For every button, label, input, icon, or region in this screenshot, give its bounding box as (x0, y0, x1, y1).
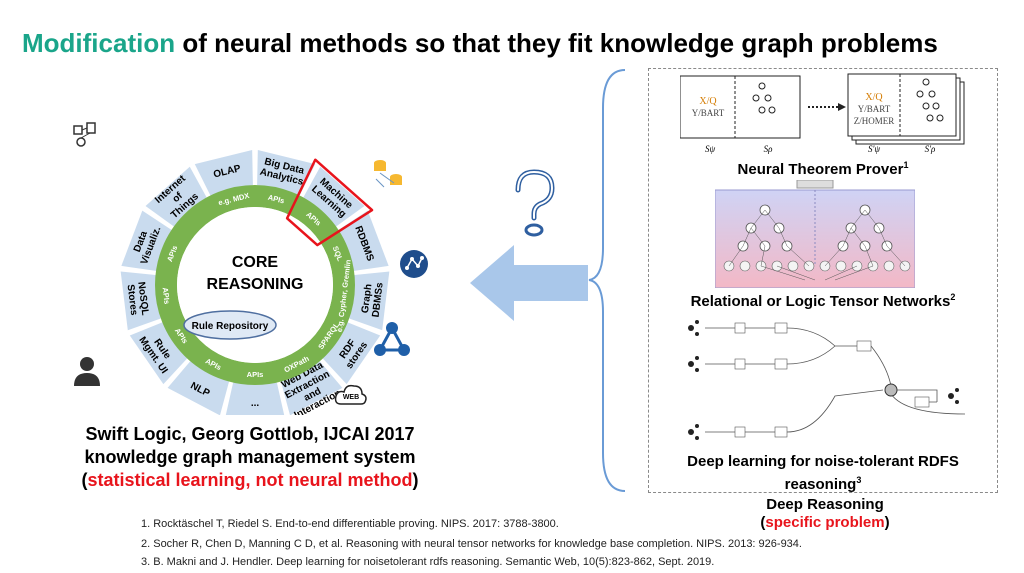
inner-ring-label: APIs (161, 287, 172, 305)
web-badge: WEB (343, 394, 359, 401)
rule-repository-icon (183, 310, 277, 340)
outer-segment (120, 271, 161, 331)
reference-1: 1. Rocktäschel T, Riedel S. End-to-end d… (141, 518, 559, 530)
ntp-caption-text: Neural Theorem Prover (737, 161, 904, 178)
ntp-right-x: X/Q (865, 92, 883, 103)
web-cloud-icon: WEB (334, 384, 367, 405)
ntp-caption: Neural Theorem Prover1 (648, 160, 998, 178)
ntp-figure: X/Q Y/BART X/Q Y/BART Z/HOMER Sψ Sρ S'ψ … (680, 73, 965, 154)
swift-line-3: (statistical learning, not neural method… (40, 469, 460, 492)
ntp-sup: 1 (903, 160, 909, 170)
database-cluster-icon (374, 160, 402, 188)
swift-open: ( (81, 470, 88, 490)
rtn-caption: Relational or Logic Tensor Networks2 (648, 292, 998, 310)
outer-segment (303, 166, 365, 227)
ntp-right-z: Z/HOMER (854, 116, 895, 126)
dl-caption-line-2: reasoning (784, 476, 857, 493)
ntp-s-rho: Sρ (764, 144, 774, 154)
swift-close: ) (412, 470, 419, 490)
outer-segment (225, 382, 285, 415)
dl-caption: Deep learning for noise-tolerant RDFS re… (648, 452, 998, 494)
outer-segment-label: NoSQLStores (124, 281, 150, 317)
outer-segment (194, 150, 253, 196)
deep-reasoning-label: Deep Reasoning (specific problem) (720, 496, 930, 532)
ntp-s-rho2: S'ρ (925, 144, 936, 154)
outer-segment (257, 150, 316, 196)
outer-segment-label: GraphDBMSs (360, 280, 386, 318)
deep-reasoning-line-1: Deep Reasoning (766, 496, 884, 513)
ntp-s-psi: Sψ (705, 144, 716, 154)
slide-title: Modification of neural methods so that t… (22, 28, 938, 59)
rule-repository-label: Rule Repository (192, 321, 269, 332)
outer-segment (121, 210, 172, 271)
deep-close: ) (884, 514, 890, 531)
title-highlight: Modification (22, 28, 176, 58)
reference-3: 3. B. Makni and J. Hendler. Deep learnin… (141, 556, 715, 568)
inner-ring-label: APIs (267, 193, 285, 206)
title-rest: of neural methods so that they fit knowl… (175, 28, 938, 58)
left-arrow-icon (470, 245, 588, 321)
rtn-caption-text: Relational or Logic Tensor Networks (690, 293, 951, 310)
ntp-right-y: Y/BART (858, 104, 891, 114)
reference-2: 2. Socher R, Chen D, Manning C D, et al.… (141, 538, 802, 550)
curly-brace (588, 69, 626, 492)
dl-caption-line-1: Deep learning for noise-tolerant RDFS (687, 453, 959, 470)
rdf-molecule-icon (374, 322, 410, 356)
core-label-1: CORE (232, 254, 279, 271)
deep-open: ( (760, 514, 766, 531)
outer-segment (349, 271, 390, 331)
rtn-sup: 2 (950, 292, 956, 302)
inner-ring-band (155, 185, 355, 385)
core-label-2: REASONING (207, 276, 304, 293)
user-icon (74, 357, 100, 386)
iot-icon (73, 122, 96, 147)
dl-caption-line-2-wrap: reasoning3 (648, 471, 998, 494)
rdfs-pipeline-figure (688, 320, 966, 440)
graph-dbms-icon (400, 250, 428, 278)
question-mark-icon (515, 169, 555, 237)
outer-segment (145, 166, 207, 227)
swift-line-2: knowledge graph management system (84, 447, 416, 467)
swift-logic-caption: Swift Logic, Georg Gottlob, IJCAI 2017 k… (40, 423, 460, 492)
ntp-left-y: Y/BART (692, 108, 725, 118)
deep-red: specific problem (765, 514, 885, 531)
ntp-s-psi2: S'ψ (868, 144, 880, 154)
deep-reasoning-line-2: (specific problem) (720, 514, 930, 532)
outer-segment (338, 210, 389, 271)
machine-learning-highlight (285, 158, 374, 247)
swift-line-1: Swift Logic, Georg Gottlob, IJCAI 2017 (85, 424, 415, 444)
outer-segment-label: ... (251, 398, 260, 409)
inner-ring-label: APIs (247, 370, 264, 379)
neural-methods-panel (648, 68, 998, 493)
tensor-network-figure (715, 180, 915, 288)
dl-sup: 3 (856, 475, 862, 485)
ntp-left-x: X/Q (699, 96, 717, 107)
swift-red: statistical learning, not neural method (87, 470, 413, 490)
